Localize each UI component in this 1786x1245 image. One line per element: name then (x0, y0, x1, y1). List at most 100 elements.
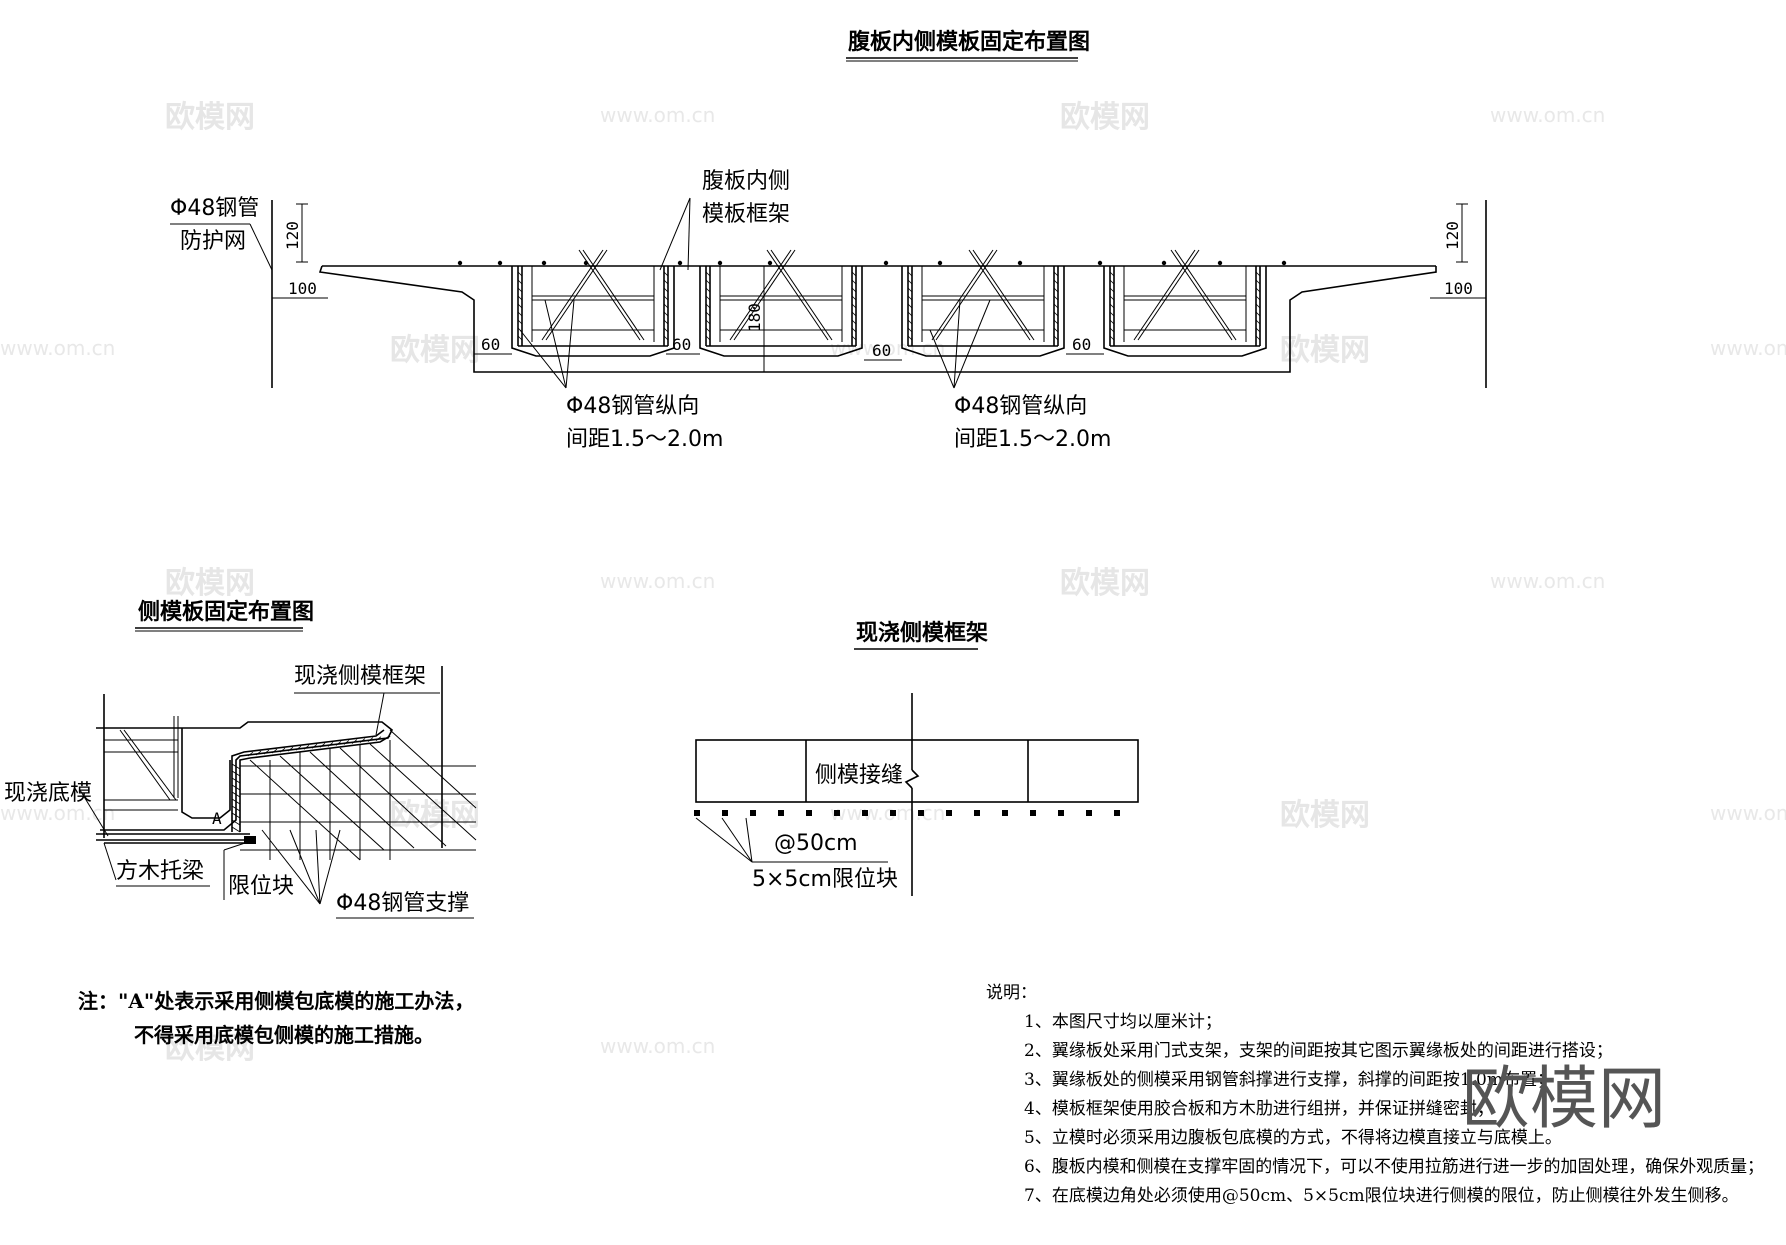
label-limit-blocks: 5×5cm限位块 (752, 867, 898, 892)
slab-dot (717, 260, 723, 266)
dim-100-left: 100 (288, 279, 317, 298)
explanation-item: 6、腹板内模和侧模在支撑牢固的情况下，可以不使用拉筋进行进一步的加固处理，确保外… (1024, 1156, 1764, 1177)
note-block: 注："A"处表示采用侧模包底模的施工办法， 不得采用底模包侧模的施工措施。 (78, 989, 474, 1047)
limit-block (974, 810, 980, 816)
explanation-item: 2、翼缘板处采用门式支架，支架的间距按其它图示翼缘板处的间距进行搭设； (1024, 1041, 1613, 1061)
watermark-brand: 欧模网 (165, 1031, 255, 1066)
slab-dot (1017, 260, 1023, 266)
slab-dots (457, 260, 1287, 266)
main-title: 腹板内侧模板固定布置图 (848, 29, 1090, 55)
label-limit-block: 限位块 (228, 874, 294, 899)
watermark-brand: 欧模网 (1280, 798, 1370, 833)
web-frame-1 (517, 249, 669, 347)
limit-block (862, 810, 868, 816)
limit-block (946, 810, 952, 816)
note-line-2: 不得采用底模包侧模的施工措施。 (134, 1023, 434, 1047)
watermark-url: www.om.cn (830, 801, 945, 825)
slab-dot (497, 260, 503, 266)
watermark-url: www.om.cn (0, 336, 115, 360)
label-timber-beam: 方木托梁 (116, 859, 204, 884)
main-labels: Φ48钢管 防护网 腹板内侧 模板框架 Φ48钢管纵向 间距1.5～2.0m Φ… (170, 169, 1111, 452)
slab-dot (677, 260, 683, 266)
watermark-url: www.om.cn (0, 801, 115, 825)
label-pipe-long-1b: Φ48钢管纵向 (954, 394, 1087, 419)
cell-2 (699, 266, 863, 357)
watermark-url: www.om.cn (600, 569, 715, 593)
dim-180: 180 (745, 303, 764, 332)
watermark-brand: 欧模网 (1060, 566, 1150, 601)
note-line-1: 注："A"处表示采用侧模包底模的施工办法， (78, 989, 474, 1013)
side-title: 侧模板固定布置图 (138, 599, 314, 625)
limit-block (778, 810, 784, 816)
watermark-url: www.om.cn (1490, 103, 1605, 127)
side-labels: 现浇侧模框架 现浇底模 方木托梁 限位块 Φ48钢管支撑 (4, 664, 474, 919)
dim-60-1: 60 (481, 335, 500, 354)
label-pipe-long-2: 间距1.5～2.0m (566, 427, 723, 452)
label-joint: 侧模接缝 (815, 763, 903, 788)
dim-60-4: 60 (1072, 335, 1091, 354)
label-a: A (212, 809, 222, 828)
watermark-brand: 欧模网 (1280, 333, 1370, 368)
dim-60-2: 60 (672, 335, 691, 354)
slab-dot (457, 260, 463, 266)
watermark-layer: 欧模网 www.om.cn 欧模网 www.om.cn www.om.cn 欧模… (0, 100, 1786, 1066)
limit-block (806, 810, 812, 816)
explanation-item: 4、模板框架使用胶合板和方木肋进行组拼，并保证拼缝密封； (1024, 1098, 1494, 1119)
label-web-frame-1: 腹板内侧 (702, 169, 790, 194)
limit-block (1114, 810, 1120, 816)
limit-block (834, 810, 840, 816)
label-web-frame-2: 模板框架 (702, 202, 790, 227)
label-pipe-long-1: Φ48钢管纵向 (566, 394, 699, 419)
slab-dot (1281, 260, 1287, 266)
limit-block (890, 810, 896, 816)
explanation-item: 5、立模时必须采用边腹板包底模的方式，不得将边模直接立与底模上。 (1024, 1128, 1562, 1148)
watermark-url: www.om.cn (600, 103, 715, 127)
side-formwork-drawing: A (96, 666, 477, 861)
limit-block (1086, 810, 1092, 816)
slab-dot (883, 260, 889, 266)
limit-block (1058, 810, 1064, 816)
label-bottom-form: 现浇底模 (4, 781, 92, 806)
slab-dot (1217, 260, 1223, 266)
label-pipe-long-2b: 间距1.5～2.0m (954, 427, 1111, 452)
frame-elevation: 侧模接缝 @50cm 5×5cm限位块 (694, 693, 1139, 896)
label-spacing: @50cm (774, 831, 858, 856)
explanation-item: 1、本图尺寸均以厘米计； (1024, 1012, 1222, 1032)
dimensions: 120 100 120 100 180 60 60 60 60 (272, 203, 1486, 372)
web-frame-2 (705, 249, 857, 347)
web-formwork-frames (517, 249, 1261, 347)
watermark-url: www.om.cn (600, 1034, 715, 1058)
frame-title: 现浇侧模框架 (856, 620, 988, 646)
label-pipe-support: Φ48钢管支撑 (336, 891, 469, 916)
watermark-brand: 欧模网 (390, 333, 480, 368)
web-frame-4 (1109, 249, 1261, 347)
web-frame-3 (907, 249, 1059, 347)
limit-block (722, 810, 728, 816)
limit-block (1030, 810, 1036, 816)
explanation-block: 说明： 1、本图尺寸均以厘米计； 2、翼缘板处采用门式支架，支架的间距按其它图示… (986, 983, 1764, 1206)
watermark-brand: 欧模网 (165, 566, 255, 601)
box-girder-section (271, 200, 1487, 388)
watermark-brand: 欧模网 (1060, 100, 1150, 135)
slab-dot (583, 260, 589, 266)
slab-dot (1161, 260, 1167, 266)
watermark-brand: 欧模网 (165, 100, 255, 135)
limit-block (1002, 810, 1008, 816)
limit-block (694, 810, 700, 816)
slab-dot (937, 260, 943, 266)
watermark-brand-large: 欧模网 (1462, 1060, 1666, 1139)
slab-dot (767, 260, 773, 266)
explanation-item: 3、翼缘板处的侧模采用钢管斜撑进行支撑，斜撑的间距按1.0m布置； (1024, 1070, 1554, 1090)
limit-block (918, 810, 924, 816)
explanation-heading: 说明： (986, 983, 1037, 1003)
dim-100-right: 100 (1444, 279, 1473, 298)
watermark-url: www.om.cn (1710, 801, 1786, 825)
slab-dot (1097, 260, 1103, 266)
label-pipe-net-2: 防护网 (180, 229, 246, 254)
label-side-frame: 现浇侧模框架 (294, 664, 426, 689)
watermark-brand: 欧模网 (390, 798, 480, 833)
cell-1 (511, 266, 675, 357)
dim-60-3: 60 (872, 341, 891, 360)
watermark-url: www.om.cn (1490, 569, 1605, 593)
